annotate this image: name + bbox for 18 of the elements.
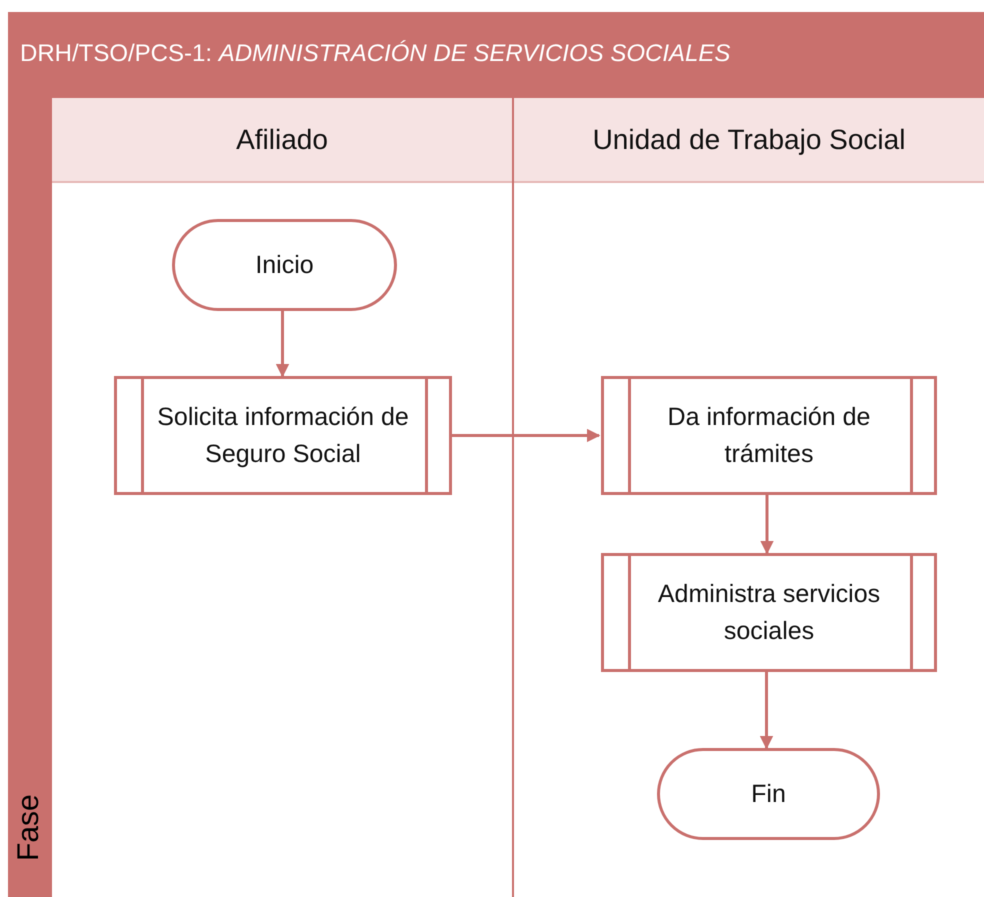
arrow xyxy=(450,428,600,442)
terminator-label: Inicio xyxy=(255,250,314,281)
predefined-process-box xyxy=(601,553,937,672)
lane-title: Afiliado xyxy=(236,124,328,156)
arrow xyxy=(760,495,774,554)
process-label: Solicita información de Seguro Social xyxy=(156,402,410,470)
arrow xyxy=(760,672,774,750)
predefined-process-box xyxy=(114,376,452,495)
predefined-process-box xyxy=(601,376,937,495)
swimlane xyxy=(50,98,512,897)
terminator-label: Fin xyxy=(751,778,786,810)
process-label: Da información de trámites xyxy=(666,402,872,470)
phase-label: Fase xyxy=(11,794,46,861)
swimlane xyxy=(512,98,984,897)
lane-title: Unidad de Trabajo Social xyxy=(592,124,906,156)
diagram-title: DRH/TSO/PCS-1: ADMINISTRACIÓN DE SERVICIOS SOCIALES xyxy=(20,40,730,68)
arrow xyxy=(276,311,290,378)
process-label: Administra servicios sociales xyxy=(656,579,882,646)
